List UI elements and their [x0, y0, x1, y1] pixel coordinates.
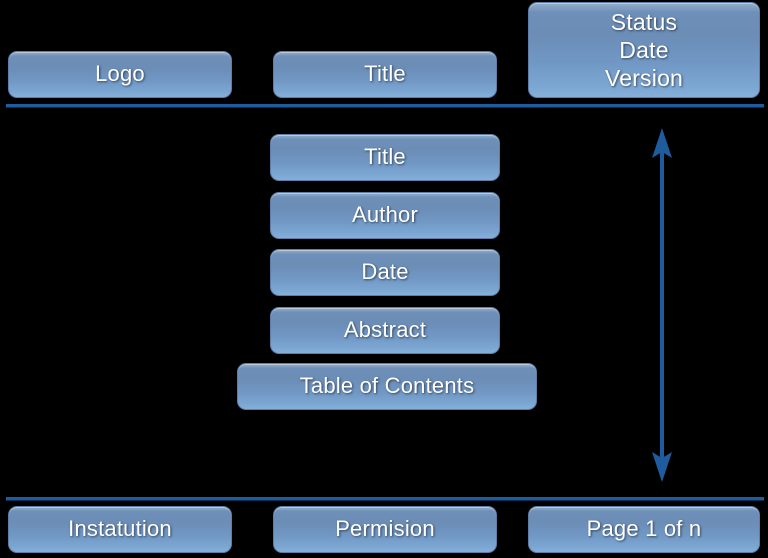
- header-status-line-version: Version: [604, 65, 684, 92]
- header-logo-box[interactable]: Logo: [8, 51, 232, 98]
- footer-permission-box[interactable]: Permision: [273, 506, 497, 553]
- header-status-line-status: Status: [610, 8, 678, 35]
- footer-page-number-box[interactable]: Page 1 of n: [528, 506, 760, 553]
- body-block-title-label: Title: [364, 144, 406, 170]
- header-title-box[interactable]: Title: [273, 51, 497, 98]
- body-block-date-label: Date: [361, 259, 409, 285]
- body-block-abstract-label: Abstract: [343, 317, 427, 343]
- header-status-line-date: Date: [619, 36, 669, 63]
- header-logo-label: Logo: [95, 61, 145, 87]
- body-block-table-of-contents-label: Table of Contents: [299, 373, 475, 399]
- body-block-author-label: Author: [351, 202, 419, 228]
- footer-divider: [6, 497, 764, 500]
- footer-institution-label: Instatution: [68, 516, 172, 542]
- footer-permission-label: Permision: [335, 516, 435, 542]
- body-block-date[interactable]: Date: [270, 249, 500, 296]
- footer-page-number-label: Page 1 of n: [586, 516, 702, 542]
- body-block-table-of-contents[interactable]: Table of Contents: [237, 363, 537, 410]
- header-divider: [6, 104, 764, 107]
- body-height-arrow: [652, 128, 672, 482]
- footer-institution-box[interactable]: Instatution: [8, 506, 232, 553]
- header-title-label: Title: [364, 61, 406, 87]
- body-block-author[interactable]: Author: [270, 192, 500, 239]
- body-block-abstract[interactable]: Abstract: [270, 307, 500, 354]
- body-block-title[interactable]: Title: [270, 134, 500, 181]
- header-status-box[interactable]: Status Date Version: [528, 2, 760, 98]
